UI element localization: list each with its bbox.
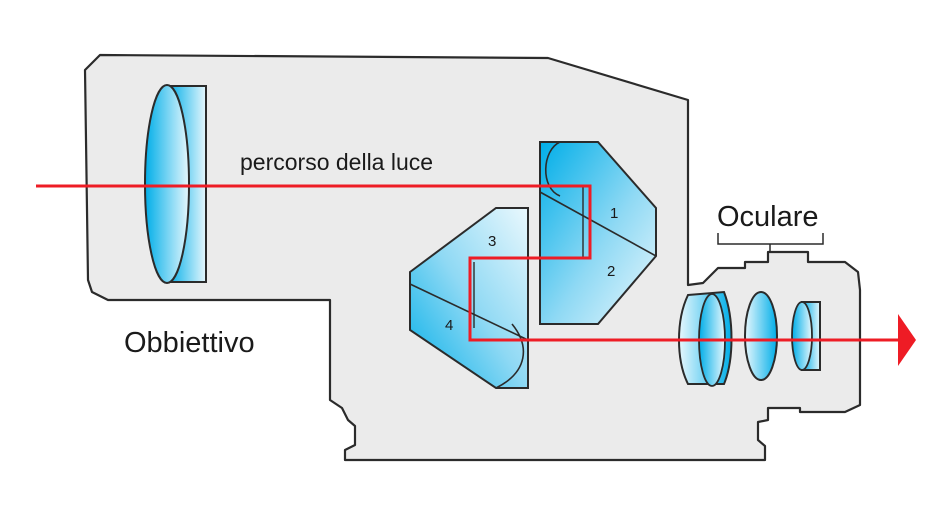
prism-number-2: 2 xyxy=(607,263,615,280)
eyepiece-bracket xyxy=(717,233,824,252)
eyepiece-lens-3 xyxy=(791,301,821,371)
prism-number-3: 3 xyxy=(488,233,496,250)
light-path-label: percorso della luce xyxy=(240,149,433,175)
arrowhead-icon xyxy=(898,314,916,366)
objective-label: Obbiettivo xyxy=(124,327,255,359)
eyepiece-label: Oculare xyxy=(717,201,819,233)
eyepiece-lens-2 xyxy=(744,291,778,381)
light-ray xyxy=(36,184,916,366)
objective-lens xyxy=(144,84,207,284)
prism-number-4: 4 xyxy=(445,317,453,334)
prism-number-1: 1 xyxy=(610,205,618,222)
